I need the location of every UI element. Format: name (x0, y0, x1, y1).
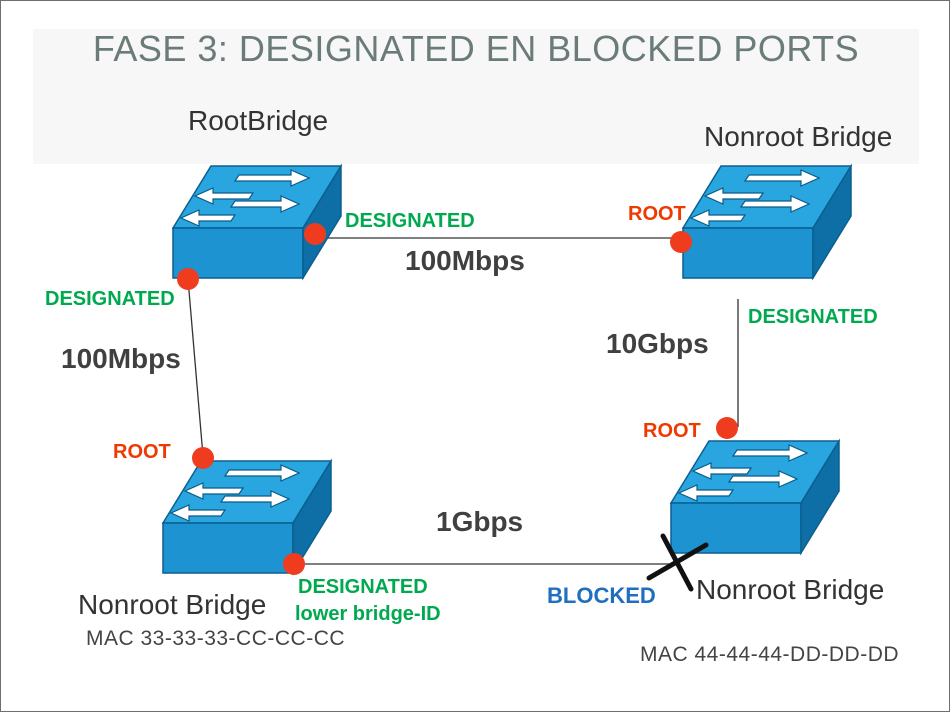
port-role-label: DESIGNATED (345, 210, 475, 232)
nonroot-bridge-label: Nonroot Bridge (78, 589, 267, 620)
link-speed-label: 10Gbps (606, 328, 709, 359)
port-role-label: ROOT (113, 441, 171, 463)
port-dot-icon[interactable] (716, 417, 738, 439)
link-speed-label: 1Gbps (436, 506, 524, 537)
port-role-label: ROOT (643, 420, 701, 442)
port-role-label: DESIGNATED (45, 288, 175, 310)
port-dot-icon[interactable] (177, 268, 199, 290)
port-dot-icon[interactable] (670, 231, 692, 253)
page-title: FASE 3: DESIGNATED EN BLOCKED PORTS (92, 28, 860, 69)
switch-icon[interactable] (172, 165, 342, 279)
blocked-x-icon (646, 533, 709, 592)
port-dot-icon[interactable] (304, 223, 326, 245)
port-role-note: lower bridge-ID (295, 603, 441, 625)
blocked-port-label: BLOCKED (547, 583, 656, 608)
switch-icon[interactable] (682, 165, 852, 279)
mac-address: MAC 44-44-44-DD-DD-DD (640, 643, 900, 666)
root-bridge-label: RootBridge (188, 105, 329, 136)
port-role-label: DESIGNATED (298, 576, 428, 598)
port-role-label: DESIGNATED (748, 306, 878, 328)
title-band (33, 29, 919, 164)
port-dot-icon[interactable] (283, 553, 305, 575)
nonroot-bridge-label: Nonroot Bridge (704, 121, 893, 152)
switch-icon[interactable] (162, 460, 332, 574)
nonroot-bridge-label: Nonroot Bridge (696, 574, 885, 605)
switch-icon[interactable] (670, 440, 840, 554)
mac-address: MAC 33-33-33-CC-CC-CC (86, 627, 346, 650)
port-dot-icon[interactable] (192, 447, 214, 469)
port-role-label: ROOT (628, 203, 686, 225)
link-speed-label: 100Mbps (405, 245, 525, 276)
link-speed-label: 100Mbps (61, 343, 181, 374)
link-left (187, 278, 204, 457)
